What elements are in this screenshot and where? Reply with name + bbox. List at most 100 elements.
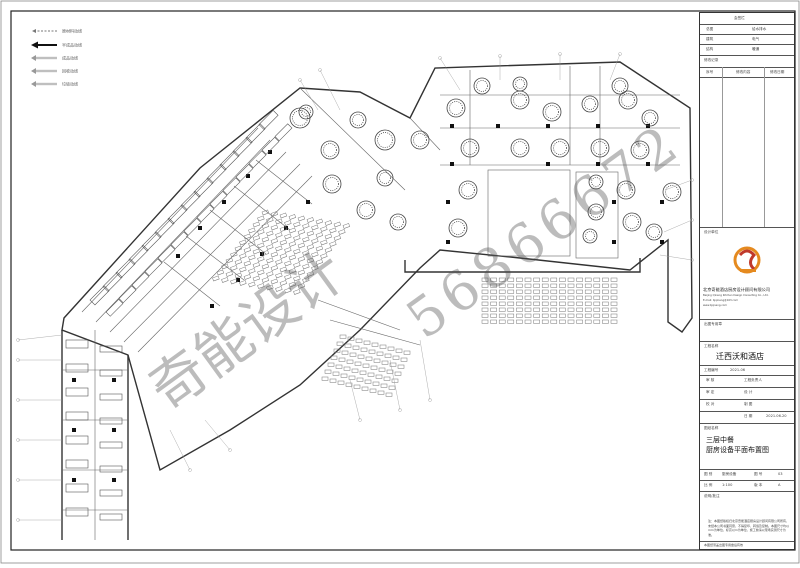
banquet-chair <box>576 307 583 312</box>
round-table-chairs <box>625 215 639 229</box>
banquet-chair <box>379 344 387 349</box>
seat-block <box>275 245 283 252</box>
banquet-chair <box>321 376 329 381</box>
seat-block <box>239 239 247 246</box>
round-table-chairs <box>619 183 633 197</box>
banquet-chair <box>602 295 609 300</box>
banquet-chair <box>394 371 402 376</box>
banquet-chair <box>332 371 340 376</box>
banquet-chair <box>567 307 575 312</box>
equipment-unit <box>206 163 227 184</box>
seat-block <box>212 275 220 282</box>
equipment-unit <box>157 244 176 263</box>
banquet-chair <box>567 313 575 318</box>
seat-block <box>252 248 261 255</box>
leader-tag <box>498 54 502 58</box>
round-table <box>349 111 367 129</box>
revision-col-no: 序号 <box>706 70 714 74</box>
banquet-chair <box>567 319 575 324</box>
seat-block <box>252 275 261 282</box>
banquet-chair <box>371 342 379 347</box>
seat-block <box>288 241 297 247</box>
banquet-chair <box>533 319 540 324</box>
sheet-v1-1: 1:100 <box>722 483 733 487</box>
equipment-unit <box>65 507 89 517</box>
banquet-chair <box>400 357 408 362</box>
banquet-chair <box>343 366 351 371</box>
banquet-chair <box>602 289 609 294</box>
banquet-chair <box>541 283 549 288</box>
equipment-unit <box>99 393 123 401</box>
banquet-chair <box>533 277 540 282</box>
banquet-chair <box>610 295 618 300</box>
theatre-seating <box>212 209 351 295</box>
banquet-chair <box>324 369 332 374</box>
seat-block <box>320 226 328 232</box>
round-tables <box>289 76 682 244</box>
seat-block <box>288 227 297 234</box>
round-table <box>662 182 682 202</box>
banquet-chair <box>559 313 566 318</box>
footer-note: 本图纸须盖出图专用章后有效 <box>704 543 744 547</box>
seat-block <box>324 233 333 240</box>
equipment-unit <box>99 489 123 497</box>
equipment-unit <box>154 217 175 238</box>
project-no-label: 工程编号 <box>704 368 719 372</box>
round-table <box>374 129 396 151</box>
seat-block <box>320 253 328 259</box>
banquet-chair <box>395 348 403 353</box>
seat-block <box>225 271 234 277</box>
banquet-seating <box>321 277 618 397</box>
banquet-chair <box>490 301 497 306</box>
banquet-chair <box>576 277 583 282</box>
equipment-unit <box>65 411 89 421</box>
seat-block <box>248 268 256 274</box>
round-table-chairs <box>377 132 393 148</box>
seat-block <box>288 254 297 261</box>
banquet-chair <box>559 295 566 300</box>
seat-block <box>243 233 252 240</box>
banquet-chair <box>385 392 393 397</box>
seat-block <box>329 227 337 234</box>
banquet-chair <box>336 341 344 346</box>
leader-tag <box>558 52 562 56</box>
seat-block <box>311 265 319 271</box>
round-table-chairs <box>292 110 308 126</box>
banquet-chair <box>386 369 394 374</box>
seat-block <box>279 280 288 286</box>
kitchen-equipment <box>65 109 293 521</box>
round-table <box>512 76 528 92</box>
equipment-unit <box>65 387 89 397</box>
seat-block <box>234 259 243 265</box>
banquet-chair <box>550 313 558 318</box>
equipment-unit <box>102 271 123 292</box>
equipment-unit <box>235 163 254 182</box>
round-table <box>618 90 638 110</box>
banquet-chair <box>327 362 335 367</box>
banquet-chair <box>490 313 497 318</box>
round-table <box>622 212 642 232</box>
seat-block <box>297 215 306 222</box>
banquet-chair <box>550 283 558 288</box>
banquet-chair <box>498 307 506 312</box>
equipment-unit <box>65 483 89 493</box>
banquet-chair <box>354 361 362 366</box>
banquet-chair <box>610 301 618 306</box>
seat-block <box>239 266 247 273</box>
equipment-unit <box>99 441 123 449</box>
legend-label-finished: 成品动线 <box>62 55 78 61</box>
seat-block <box>261 263 270 270</box>
banquet-chair <box>541 277 549 282</box>
banquet-chair <box>490 307 497 312</box>
banquet-chair <box>335 364 343 369</box>
banquet-chair <box>567 295 575 300</box>
leader-tag <box>188 468 192 472</box>
flow-legend: 原材料动线 半成品动线 成品动线 回收动线 垃圾动线 <box>31 28 82 87</box>
banquet-chair <box>345 382 353 387</box>
banquet-chair <box>559 289 566 294</box>
seat-block <box>275 232 283 238</box>
banquet-chair <box>367 372 375 377</box>
seat-block <box>315 232 324 238</box>
seat-block <box>342 223 351 229</box>
seat-block <box>333 235 342 241</box>
